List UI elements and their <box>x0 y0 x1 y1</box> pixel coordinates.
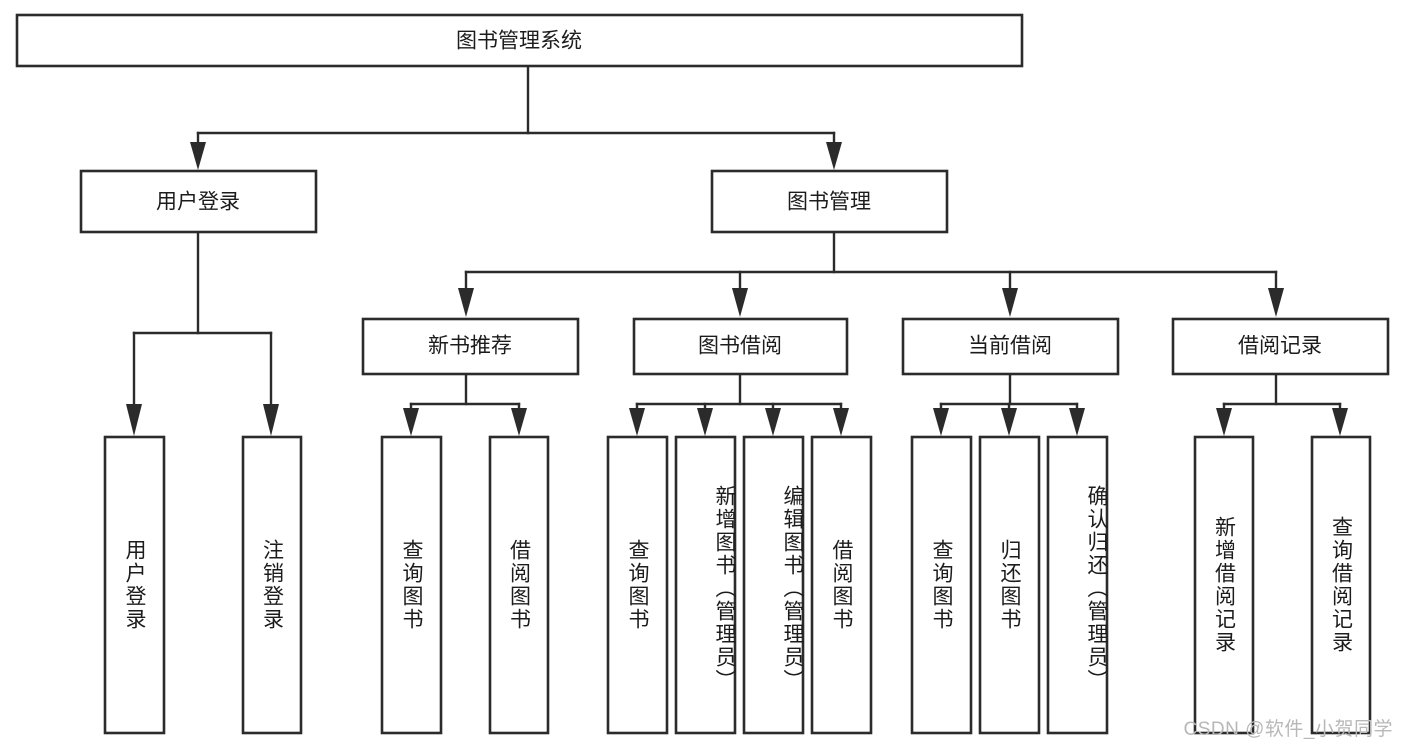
node-book-management[interactable]: 图书管理 <box>710 169 949 234</box>
watermark-text: CSDN @软件_小贺同学 <box>1183 719 1393 740</box>
arrowhead-new-book-leaf-query <box>403 408 419 436</box>
node-book-borrow[interactable]: 图书借阅 <box>632 317 849 376</box>
arrowhead-user-login <box>190 142 206 170</box>
node-borrow-record-label: 借阅记录 <box>1238 335 1322 358</box>
arrowhead-leaf-user-login <box>126 404 142 436</box>
leaf-box-add-book-admin[interactable] <box>674 435 737 735</box>
node-current-borrow[interactable]: 当前借阅 <box>901 317 1120 376</box>
leaf-boxes-new-book-recommend <box>380 435 550 735</box>
node-borrow-record-box[interactable] <box>1171 317 1390 376</box>
arrowhead-current-borrow-leaf-confirm <box>1069 408 1085 436</box>
arrowhead-book-borrow-leaf-borrow <box>833 408 849 436</box>
arrowhead-current-borrow-leaf-return <box>1001 408 1017 436</box>
leaf-box-logout[interactable] <box>241 435 303 735</box>
node-book-management-box[interactable] <box>710 169 949 234</box>
arrowhead-book-borrow-leaf-add <box>697 408 713 436</box>
node-user-login-box[interactable] <box>79 169 318 234</box>
arrowhead-book-mgmt <box>826 142 842 170</box>
leaf-box-query-book-a[interactable] <box>380 435 443 735</box>
leaf-box-return-book[interactable] <box>978 435 1041 735</box>
leaf-boxes-borrow-record <box>1193 435 1372 735</box>
leaf-box-user-login[interactable] <box>103 435 166 735</box>
arrowhead-new-book-recommend <box>458 288 474 317</box>
connector-group-book-borrow-to-leaves <box>629 372 849 436</box>
arrowhead-current-borrow <box>1002 288 1018 317</box>
leaf-box-borrow-book-a[interactable] <box>488 435 550 735</box>
node-root-label: 图书管理系统 <box>456 30 582 53</box>
arrowhead-book-borrow-leaf-query <box>629 408 645 436</box>
arrowhead-new-book-leaf-borrow <box>511 408 527 436</box>
arrowhead-borrow-record-leaf-query <box>1332 408 1348 436</box>
connector-group-root-to-level2 <box>190 65 842 170</box>
arrowhead-book-borrow <box>732 288 748 317</box>
leaf-boxes-current-borrow <box>910 435 1109 735</box>
arrowhead-book-borrow-leaf-edit <box>765 408 781 436</box>
leaf-box-edit-book-admin[interactable] <box>742 435 805 735</box>
connector-group-borrow-record-to-leaves <box>1216 372 1348 436</box>
node-borrow-record[interactable]: 借阅记录 <box>1171 317 1390 376</box>
node-book-management-label: 图书管理 <box>787 191 871 214</box>
node-new-book-recommend[interactable]: 新书推荐 <box>361 317 580 376</box>
node-book-borrow-label: 图书借阅 <box>698 335 782 358</box>
connector-group-user-login-to-leaves <box>126 230 279 436</box>
arrowhead-leaf-logout <box>263 404 279 436</box>
arrowhead-borrow-record <box>1268 288 1284 317</box>
arrowhead-borrow-record-leaf-add <box>1216 408 1232 436</box>
node-new-book-recommend-box[interactable] <box>361 317 580 376</box>
node-book-borrow-box[interactable] <box>632 317 849 376</box>
connector-group-current-borrow-to-leaves <box>933 372 1085 436</box>
node-user-login-label: 用户登录 <box>156 191 240 214</box>
node-new-book-recommend-label: 新书推荐 <box>428 335 512 358</box>
connector-group-book-mgmt-to-level3 <box>458 230 1284 317</box>
leaf-box-query-book-c[interactable] <box>910 435 973 735</box>
leaf-boxes-user-login <box>103 435 303 735</box>
leaf-box-query-borrow-record[interactable] <box>1310 435 1372 735</box>
leaf-box-borrow-book-b[interactable] <box>810 435 873 735</box>
leaf-boxes-book-borrow <box>606 435 873 735</box>
arrowhead-current-borrow-leaf-query <box>933 408 949 436</box>
leaf-box-confirm-return-admin[interactable] <box>1046 435 1109 735</box>
leaf-box-add-borrow-record[interactable] <box>1193 435 1255 735</box>
leaf-box-query-book-b[interactable] <box>606 435 669 735</box>
node-root-box[interactable] <box>15 13 1024 68</box>
node-current-borrow-label: 当前借阅 <box>968 335 1052 358</box>
connector-group-new-book-to-leaves <box>403 372 527 436</box>
node-current-borrow-box[interactable] <box>901 317 1120 376</box>
node-user-login[interactable]: 用户登录 <box>79 169 318 234</box>
node-root[interactable]: 图书管理系统 <box>15 13 1024 68</box>
